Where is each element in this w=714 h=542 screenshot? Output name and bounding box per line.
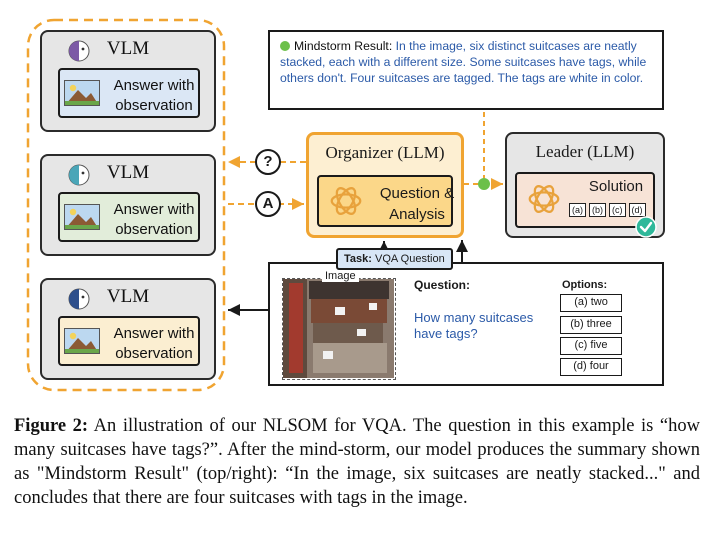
answer-text: Answer with observation xyxy=(113,325,195,362)
answer-text: Answer with observation xyxy=(113,201,195,238)
vlm-group-border xyxy=(26,18,226,392)
question-label: Question: xyxy=(414,278,470,292)
vlm-face-icon xyxy=(68,164,90,186)
mindstorm-result: Mindstorm Result: In the image, six dist… xyxy=(280,38,660,86)
solution-option: (b) xyxy=(589,203,606,217)
mindstorm-result-box: Mindstorm Result: In the image, six dist… xyxy=(268,30,664,110)
landscape-image-icon xyxy=(64,80,100,106)
vlm-title: VLM xyxy=(106,38,150,59)
leader-box: Leader (LLM) Solution (a) (b) (c) (d) xyxy=(505,132,665,238)
answer-marker: A xyxy=(255,191,281,217)
mindstorm-text: In the image, six distinct suitcases are… xyxy=(280,39,647,85)
option-c: (c) five xyxy=(560,337,622,355)
organizer-body: Question & Analysis xyxy=(379,185,455,223)
caption-label: Figure 2: xyxy=(14,416,89,436)
suitcases-photo xyxy=(283,279,394,378)
leader-inner: Solution (a) (b) (c) (d) xyxy=(515,172,655,228)
solution-option: (c) xyxy=(609,203,626,217)
vlm-panel-1: VLM Answer with observation xyxy=(40,30,216,132)
leader-body: Solution xyxy=(588,178,644,195)
vlm-face-icon xyxy=(68,40,90,62)
landscape-image-icon xyxy=(64,328,100,354)
option-d: (d) four xyxy=(560,358,622,376)
vlm-title: VLM xyxy=(106,286,150,307)
figure-caption: Figure 2: An illustration of our NLSOM f… xyxy=(14,414,700,510)
question-text: How many suitcases have tags? xyxy=(414,310,534,341)
answer-text: Answer with observation xyxy=(113,77,195,114)
vlm-panel-2: VLM Answer with observation xyxy=(40,154,216,256)
organizer-title: Organizer (LLM) xyxy=(325,143,445,162)
openai-logo-icon xyxy=(528,185,560,213)
leader-title: Leader (LLM) xyxy=(535,142,635,161)
green-dot-icon xyxy=(280,41,290,51)
organizer-box: Organizer (LLM) Question & Analysis xyxy=(306,132,464,238)
task-tag-label: Task: xyxy=(344,253,372,265)
openai-logo-icon xyxy=(330,187,362,215)
solution-option: (d) xyxy=(628,203,646,217)
landscape-image-icon xyxy=(64,204,100,230)
organizer-inner: Question & Analysis xyxy=(317,175,454,227)
vlm-title: VLM xyxy=(106,162,150,183)
mindstorm-label: Mindstorm Result: xyxy=(294,39,393,53)
task-tag-value: VQA Question xyxy=(374,253,445,265)
image-label: Image xyxy=(322,270,359,282)
task-tag: Task: VQA Question xyxy=(336,248,453,270)
options-label: Options: xyxy=(562,279,608,291)
vlm-panel-3: VLM Answer with observation xyxy=(40,278,216,380)
solution-option: (a) xyxy=(569,203,586,217)
answer-box: Answer with observation xyxy=(58,68,200,118)
vlm-face-icon xyxy=(68,288,90,310)
option-b: (b) three xyxy=(560,316,622,334)
green-junction-dot xyxy=(478,178,490,190)
task-image-frame xyxy=(282,278,396,380)
answer-box: Answer with observation xyxy=(58,192,200,242)
question-marker: ? xyxy=(255,149,281,175)
task-panel xyxy=(268,262,664,386)
answer-box: Answer with observation xyxy=(58,316,200,366)
solution-options: (a) (b) (c) (d) xyxy=(569,203,646,217)
caption-text: An illustration of our NLSOM for VQA. Th… xyxy=(14,416,700,508)
check-badge-icon xyxy=(635,216,657,238)
option-a: (a) two xyxy=(560,294,622,312)
